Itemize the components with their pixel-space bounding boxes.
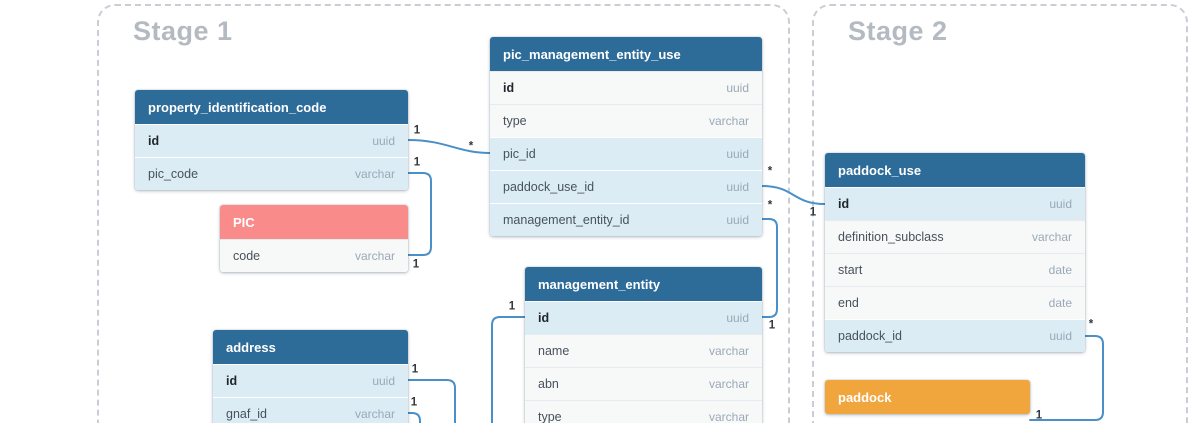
- table-pic[interactable]: PIC code varchar: [220, 205, 408, 272]
- field-name: paddock_id: [838, 329, 902, 343]
- field-type: date: [1048, 263, 1072, 277]
- field-name: gnaf_id: [226, 407, 268, 421]
- cardinality-label: *: [767, 199, 773, 212]
- field-type: uuid: [1049, 329, 1072, 343]
- field-name: name: [538, 344, 570, 358]
- field-paddock_use-paddock_id[interactable]: paddock_id uuid: [825, 319, 1085, 352]
- field-management_entity-type[interactable]: type varchar: [525, 400, 762, 423]
- cardinality-label: 1: [413, 124, 421, 137]
- field-type: varchar: [708, 410, 749, 423]
- field-name: id: [538, 311, 550, 325]
- connector-address_id-down: [407, 379, 456, 423]
- field-type: uuid: [726, 147, 749, 161]
- table-title-pic_management_entity_use[interactable]: pic_management_entity_use: [490, 37, 762, 71]
- table-title-paddock[interactable]: paddock: [825, 380, 1030, 414]
- cardinality-label: 1: [412, 258, 420, 271]
- field-type: uuid: [372, 374, 395, 388]
- field-name: abn: [538, 377, 559, 391]
- cardinality-label: 1: [809, 206, 817, 219]
- field-type: varchar: [354, 249, 395, 263]
- connector-paddock_id-to-paddock: [1029, 335, 1104, 421]
- field-paddock_use-id[interactable]: id uuid: [825, 187, 1085, 220]
- table-title-management_entity[interactable]: management_entity: [525, 267, 762, 301]
- cardinality-label: 1: [411, 363, 419, 376]
- table-title-paddock_use[interactable]: paddock_use: [825, 153, 1085, 187]
- field-type: varchar: [708, 344, 749, 358]
- field-type: varchar: [354, 167, 395, 181]
- field-pic_management_entity_use-id[interactable]: id uuid: [490, 71, 762, 104]
- field-type: uuid: [1049, 197, 1072, 211]
- field-name: paddock_use_id: [503, 180, 595, 194]
- cardinality-label: *: [1088, 318, 1094, 331]
- field-management_entity-name[interactable]: name varchar: [525, 334, 762, 367]
- field-type: varchar: [1031, 230, 1072, 244]
- stage-2-group: Stage 2: [812, 4, 1188, 423]
- field-name: management_entity_id: [503, 213, 630, 227]
- field-address-gnaf_id[interactable]: gnaf_id varchar: [213, 397, 408, 423]
- table-title-address[interactable]: address: [213, 330, 408, 364]
- field-name: id: [838, 197, 850, 211]
- field-management_entity-abn[interactable]: abn varchar: [525, 367, 762, 400]
- stage-2-label: Stage 2: [848, 16, 948, 46]
- table-title-pic[interactable]: PIC: [220, 205, 408, 239]
- field-type: uuid: [726, 213, 749, 227]
- connector-management_entity_id-left-down: [491, 316, 526, 423]
- field-type: date: [1048, 296, 1072, 310]
- stage-1-label: Stage 1: [133, 16, 233, 46]
- field-pic_management_entity_use-management_entity_id[interactable]: management_entity_id uuid: [490, 203, 762, 236]
- cardinality-label: *: [468, 140, 474, 153]
- field-type: uuid: [726, 311, 749, 325]
- field-management_entity-id[interactable]: id uuid: [525, 301, 762, 334]
- field-name: id: [226, 374, 238, 388]
- cardinality-label: 1: [410, 396, 418, 409]
- connector-management_entity_id-to-management_entity: [761, 218, 778, 318]
- field-type: uuid: [726, 180, 749, 194]
- field-pic_management_entity_use-paddock_use_id[interactable]: paddock_use_id uuid: [490, 170, 762, 203]
- field-property_identification_code-id[interactable]: id uuid: [135, 124, 408, 157]
- field-name: id: [503, 81, 515, 95]
- field-type: varchar: [708, 377, 749, 391]
- cardinality-label: *: [767, 165, 773, 178]
- connector-gnaf_id-down: [407, 412, 421, 423]
- field-name: definition_subclass: [838, 230, 944, 244]
- field-property_identification_code-pic_code[interactable]: pic_code varchar: [135, 157, 408, 190]
- field-name: pic_code: [148, 167, 199, 181]
- field-type: varchar: [354, 407, 395, 421]
- field-pic-code[interactable]: code varchar: [220, 239, 408, 272]
- cardinality-label: 1: [1035, 409, 1043, 422]
- field-name: id: [148, 134, 160, 148]
- field-type: uuid: [726, 81, 749, 95]
- field-name: type: [538, 410, 562, 423]
- field-paddock_use-start[interactable]: start date: [825, 253, 1085, 286]
- cardinality-label: 1: [768, 319, 776, 332]
- connector-property_id-to-pic_id: [407, 139, 491, 154]
- field-name: pic_id: [503, 147, 536, 161]
- field-name: code: [233, 249, 261, 263]
- table-paddock[interactable]: paddock: [825, 380, 1030, 414]
- connector-paddock_use_id-to-paddock_use: [761, 185, 826, 205]
- field-paddock_use-definition_subclass[interactable]: definition_subclass varchar: [825, 220, 1085, 253]
- table-address[interactable]: address id uuid gnaf_id varchar: [213, 330, 408, 423]
- field-type: uuid: [372, 134, 395, 148]
- field-pic_management_entity_use-pic_id[interactable]: pic_id uuid: [490, 137, 762, 170]
- cardinality-label: 1: [413, 156, 421, 169]
- field-paddock_use-end[interactable]: end date: [825, 286, 1085, 319]
- field-address-id[interactable]: id uuid: [213, 364, 408, 397]
- field-name: start: [838, 263, 863, 277]
- field-name: type: [503, 114, 527, 128]
- field-name: end: [838, 296, 859, 310]
- stage-1-group: Stage 1: [97, 4, 790, 423]
- cardinality-label: 1: [508, 300, 516, 313]
- field-type: varchar: [708, 114, 749, 128]
- field-pic_management_entity_use-type[interactable]: type varchar: [490, 104, 762, 137]
- table-title-property_identification_code[interactable]: property_identification_code: [135, 90, 408, 124]
- connector-pic_code-to-code: [407, 172, 432, 256]
